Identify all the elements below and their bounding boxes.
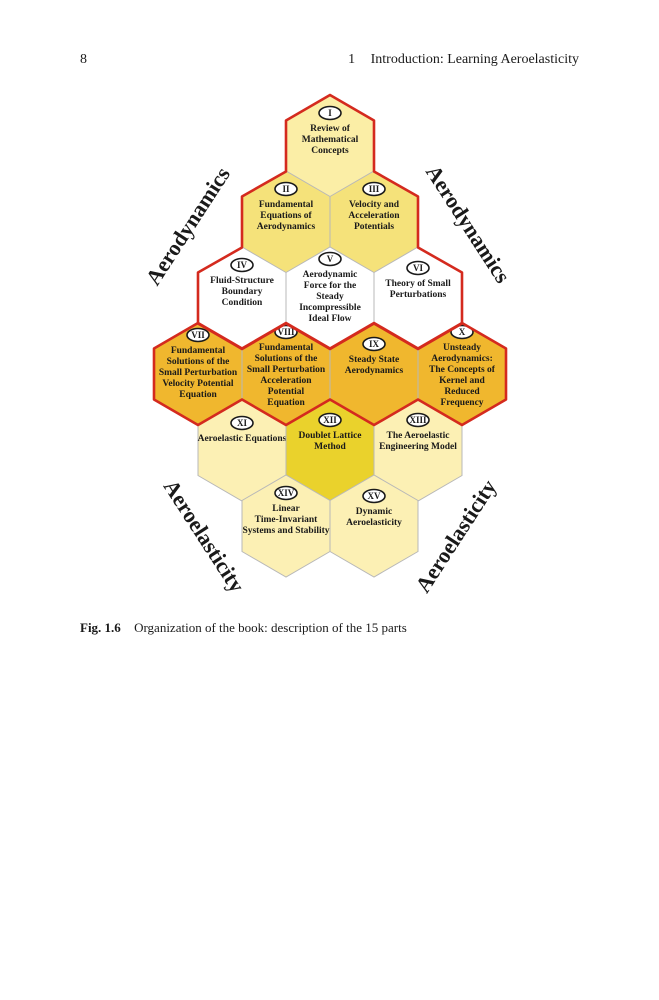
part-title-line: Systems and Stability [242, 526, 329, 536]
part-title-line: Boundary [222, 287, 263, 297]
part-title-line: Incompressible [299, 303, 361, 313]
part-title-line: Potentials [354, 222, 394, 232]
part-number: I [328, 108, 332, 118]
part-number: II [282, 184, 290, 194]
part-title-line: Acceleration [348, 211, 400, 221]
part-number: VI [413, 263, 423, 273]
part-number: X [459, 327, 466, 337]
part-number: IX [369, 339, 380, 349]
part-title-line: Solutions of the [167, 357, 230, 367]
part-number: XI [237, 418, 247, 428]
part-title-line: Aeroelastic Equations [198, 434, 287, 444]
part-title-line: Perturbations [390, 290, 447, 300]
part-number: VIII [277, 327, 295, 337]
part-title-line: Engineering Model [379, 442, 457, 452]
part-title-line: Fundamental [259, 343, 314, 353]
part-number-badge [230, 415, 254, 431]
part-title-line: Ideal Flow [308, 314, 351, 324]
part-number: III [369, 184, 380, 194]
part-title-line: Aeroelasticity [346, 518, 402, 528]
part-number: XIII [409, 415, 427, 425]
part-title-line: The Aeroelastic [387, 431, 450, 441]
part-title-line: Time-Invariant [255, 515, 318, 525]
part-number-badge [450, 324, 474, 340]
figure-caption: Fig. 1.6 Organization of the book: descr… [80, 620, 407, 636]
part-number-badge [362, 488, 386, 504]
part-title-line: Fluid-Structure [210, 276, 274, 286]
part-title-line: Aerodynamics [257, 222, 316, 232]
part-title-line: Acceleration [260, 376, 312, 386]
part-title-line: Dynamic [356, 507, 392, 517]
part-title-line: Reduced [444, 387, 480, 397]
part-title-line: Solutions of the [255, 354, 318, 364]
part-number: XIV [278, 488, 295, 498]
part-title-line: Fundamental [171, 346, 226, 356]
part-number-badge [230, 257, 254, 273]
part-title-line: Velocity Potential [162, 379, 234, 389]
part-title-line: Potential [268, 387, 305, 397]
part-number-badge [274, 181, 298, 197]
part-number-badge [362, 181, 386, 197]
figure-label: Fig. 1.6 [80, 620, 121, 635]
hexagon [329, 474, 419, 578]
part-number-badge [274, 485, 298, 501]
part-title-line: The Concepts of [429, 365, 496, 375]
part-title-line: Frequency [440, 398, 483, 408]
part-number: XII [323, 415, 337, 425]
part-title-line: Linear [272, 504, 300, 514]
chapter-number: 1 [348, 52, 356, 67]
part-title-line: Equations of [260, 211, 312, 221]
part-title-line: Concepts [311, 146, 349, 156]
part-title-line: Aerodynamics [345, 366, 404, 376]
part-number: VII [191, 330, 205, 340]
page-number: 8 [80, 52, 87, 67]
part-number-badge [406, 260, 430, 276]
part-title-line: Unsteady [443, 343, 481, 353]
part-title-line: Doublet Lattice [298, 431, 361, 441]
running-head: 1 Introduction: Learning Aeroelasticity [348, 52, 579, 68]
part-title-line: Theory of Small [385, 279, 451, 289]
part-number-badge [362, 336, 386, 352]
part-number-badge [186, 327, 210, 343]
part-title-line: Steady State [349, 355, 399, 365]
part-number-badge [406, 412, 430, 428]
part-title-line: Fundamental [259, 200, 314, 210]
part-title-line: Review of [310, 124, 351, 134]
part-number-badge [274, 324, 298, 340]
chapter-title: Introduction: Learning Aeroelasticity [370, 52, 579, 67]
part-number: XV [368, 491, 381, 501]
part-title-line: Condition [222, 298, 263, 308]
part-number-badge [318, 105, 342, 121]
part-title-line: Mathematical [302, 135, 359, 145]
part-title-line: Small Perturbation [247, 365, 326, 375]
fundamental-solutions-outline [152, 321, 508, 427]
part-title-line: Force for the [304, 281, 356, 291]
part-title-line: Kernel and [439, 376, 485, 386]
part-number: IV [237, 260, 248, 270]
caption-text: Organization of the book: description of… [134, 620, 407, 635]
part-number: V [327, 254, 334, 264]
part-title-line: Velocity and [349, 200, 400, 210]
part-number-badge [318, 251, 342, 267]
part-title-line: Aerodynamic [303, 270, 358, 280]
part-title-line: Steady [316, 292, 344, 302]
part-title-line: Equation [179, 390, 217, 400]
part-title-line: Equation [267, 398, 305, 408]
part-number-badge [318, 412, 342, 428]
part-title-line: Small Perturbation [159, 368, 238, 378]
part-title-line: Aerodynamics: [431, 354, 493, 364]
part-title-line: Method [314, 442, 346, 452]
